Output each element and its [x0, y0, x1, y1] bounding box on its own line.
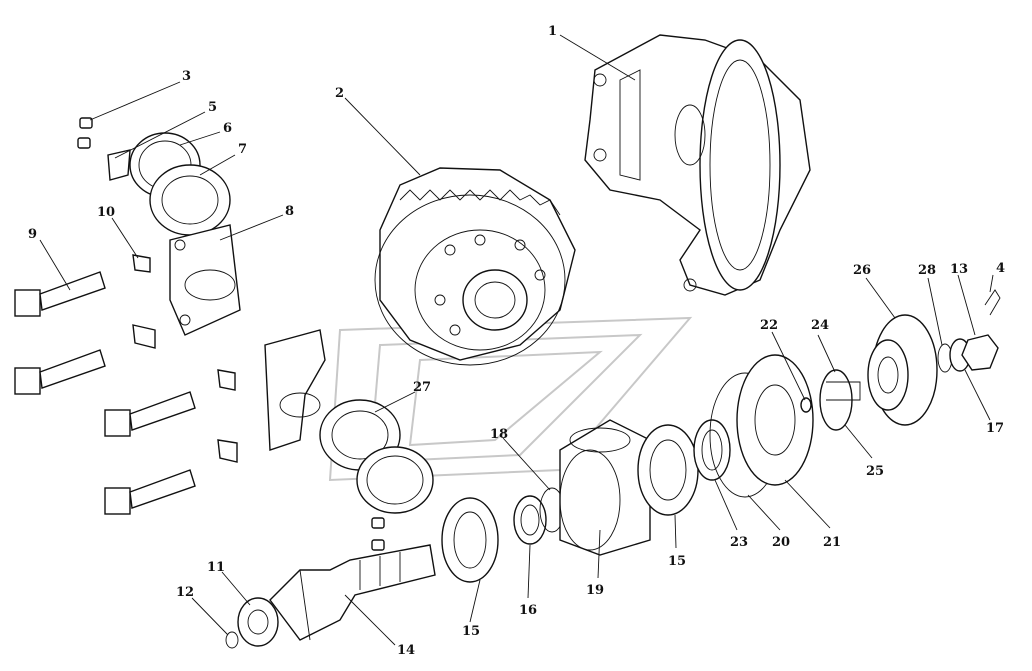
label-6: 6: [223, 121, 232, 136]
lock-plate-5-part: [107, 149, 131, 181]
label-16: 16: [519, 603, 537, 618]
label-20: 20: [772, 535, 790, 550]
bushing-24-part: [819, 369, 861, 431]
nut-13-part: [961, 334, 999, 371]
bearing-7-part: [149, 164, 231, 236]
label-25: 25: [866, 464, 884, 479]
bearing-11-part: [237, 597, 279, 647]
label-27: 27: [413, 380, 431, 395]
bolt: [104, 469, 196, 515]
label-3: 3: [182, 69, 191, 84]
label-14: 14: [397, 643, 415, 658]
bolt: [14, 271, 106, 317]
label-11: 11: [207, 560, 225, 575]
label-15b: 15: [668, 554, 686, 569]
ring-gear-part: [374, 167, 576, 366]
seal-22-part: [800, 397, 812, 413]
callouts: 1 2 3 4 5 6 7 8 9 10 11 12 13 14 15 15 1: [28, 24, 1005, 658]
bearing-cap-left-part: [264, 329, 326, 451]
label-15a: 15: [462, 624, 480, 639]
cage-19-part: [559, 419, 651, 556]
label-10: 10: [97, 205, 115, 220]
label-28: 28: [918, 263, 936, 278]
label-22: 22: [760, 318, 778, 333]
label-8: 8: [285, 204, 294, 219]
cotter-pin-4-part: [984, 289, 1001, 316]
label-9: 9: [28, 227, 37, 242]
label-19: 19: [586, 583, 604, 598]
label-4: 4: [996, 261, 1005, 276]
bolt: [104, 391, 196, 437]
label-2: 2: [335, 86, 344, 101]
spacer-16-part: [513, 495, 547, 545]
label-24: 24: [811, 318, 829, 333]
bolt: [14, 349, 106, 395]
label-12: 12: [176, 585, 194, 600]
label-21: 21: [823, 535, 841, 550]
bearing-cap-8-part: [169, 224, 241, 336]
label-13: 13: [950, 262, 968, 277]
label-26: 26: [853, 263, 871, 278]
label-17: 17: [986, 421, 1004, 436]
label-7: 7: [238, 142, 247, 157]
label-1: 1: [548, 24, 557, 39]
bolts-3-part: [77, 117, 93, 149]
pinion-14-part: [269, 544, 436, 641]
bearing-15a-part: [441, 497, 499, 583]
ring-12-part: [225, 631, 239, 649]
bolts-9-part: [14, 271, 196, 515]
label-5: 5: [208, 100, 217, 115]
lock-tab-10-part: [132, 254, 238, 463]
cover-21-part: [736, 354, 814, 486]
label-18: 18: [490, 427, 508, 442]
bearing-27-part: [319, 399, 434, 551]
label-23: 23: [730, 535, 748, 550]
flange-26-part: [867, 314, 938, 426]
seal-23-part: [693, 419, 731, 481]
housing-part: [584, 34, 811, 296]
bearing-15b-part: [637, 424, 699, 516]
